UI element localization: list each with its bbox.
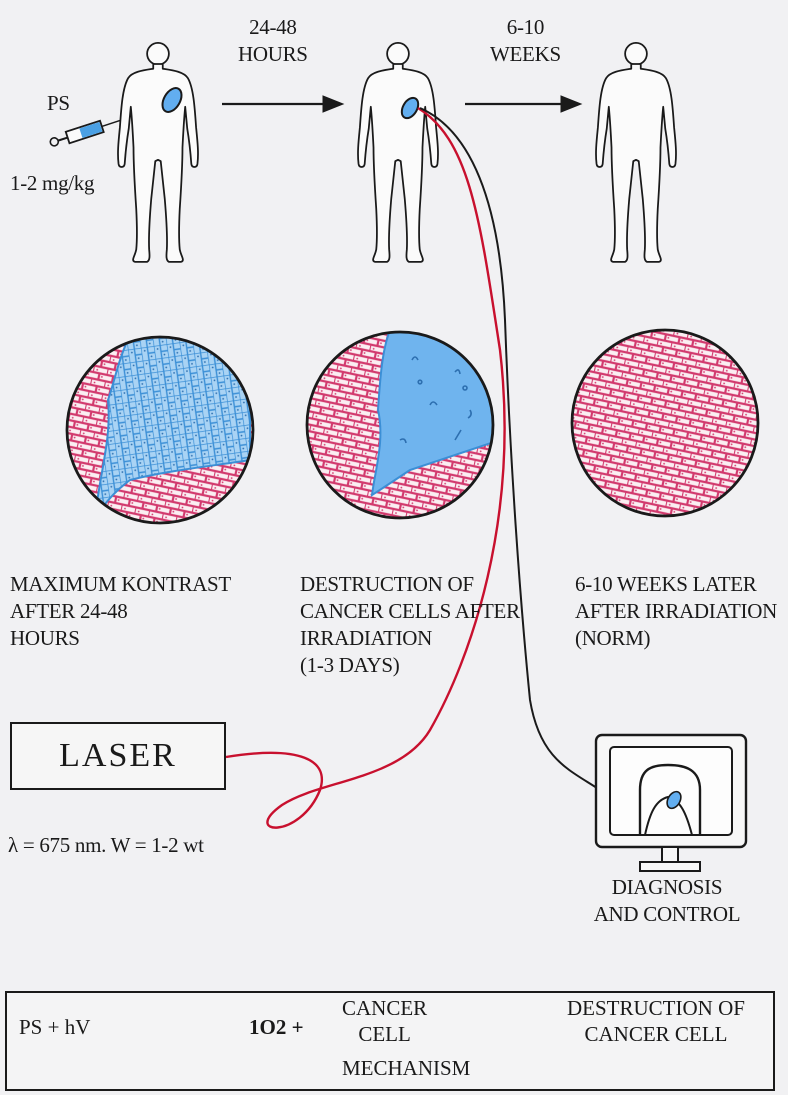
laser-params: λ = 675 nm. W = 1-2 wt (8, 832, 204, 859)
timeline-label-hours: 24-48 HOURS (238, 14, 308, 68)
patient-figure-3 (596, 43, 676, 262)
caption-destruction: DESTRUCTION OF CANCER CELLS AFTER IRRADI… (300, 571, 520, 679)
tissue-circle-contrast (67, 335, 253, 523)
mech-result: DESTRUCTION OF CANCER CELL (567, 995, 745, 1047)
monitor-caption-line: AND CONTROL (592, 901, 742, 928)
caption-destruction-line: (1-3 DAYS) (300, 652, 520, 679)
weeks-unit-text: WEEKS (490, 41, 561, 68)
caption-contrast: MAXIMUM KONTRAST AFTER 24-48 HOURS (10, 571, 231, 652)
patient-figure-2 (358, 43, 438, 262)
timeline-label-weeks: 6-10 WEEKS (490, 14, 561, 68)
syringe-icon (49, 115, 123, 149)
laser-label: LASER (59, 737, 177, 775)
patient-figure-1 (118, 43, 198, 262)
caption-destruction-line: CANCER CELLS AFTER (300, 598, 520, 625)
drug-label: PS (47, 90, 70, 117)
mech-reactant: PS + hV (19, 1014, 90, 1040)
tissue-circle-normal (572, 330, 758, 516)
dose-label: 1-2 mg/kg (10, 170, 94, 197)
tissue-circle-destruction (307, 330, 500, 518)
hours-unit-text: HOURS (238, 41, 308, 68)
caption-contrast-line: AFTER 24-48 (10, 598, 231, 625)
caption-normal-line: (NORM) (575, 625, 777, 652)
mech-singlet-oxygen: 1O2 + (249, 1014, 304, 1040)
caption-destruction-line: DESTRUCTION OF (300, 571, 520, 598)
mech-result-line: CANCER CELL (567, 1021, 745, 1047)
mech-result-line: DESTRUCTION OF (567, 995, 745, 1021)
weeks-range-text: 6-10 (490, 14, 561, 41)
caption-normal-line: AFTER IRRADIATION (575, 598, 777, 625)
laser-device: LASER (10, 722, 226, 790)
caption-contrast-line: MAXIMUM KONTRAST (10, 571, 231, 598)
monitor-icon (596, 735, 746, 871)
monitor-caption: DIAGNOSIS AND CONTROL (592, 874, 742, 928)
mech-title: MECHANISM (342, 1055, 470, 1081)
caption-destruction-line: IRRADIATION (300, 625, 520, 652)
hours-range-text: 24-48 (238, 14, 308, 41)
mech-target-line: CELL (342, 1021, 427, 1047)
mech-target: CANCER CELL (342, 995, 427, 1047)
caption-contrast-line: HOURS (10, 625, 231, 652)
monitor-caption-line: DIAGNOSIS (592, 874, 742, 901)
caption-normal-line: 6-10 WEEKS LATER (575, 571, 777, 598)
caption-normal: 6-10 WEEKS LATER AFTER IRRADIATION (NORM… (575, 571, 777, 652)
mechanism-panel: PS + hV 1O2 + CANCER CELL DESTRUCTION OF… (5, 991, 775, 1091)
mech-target-line: CANCER (342, 995, 427, 1021)
